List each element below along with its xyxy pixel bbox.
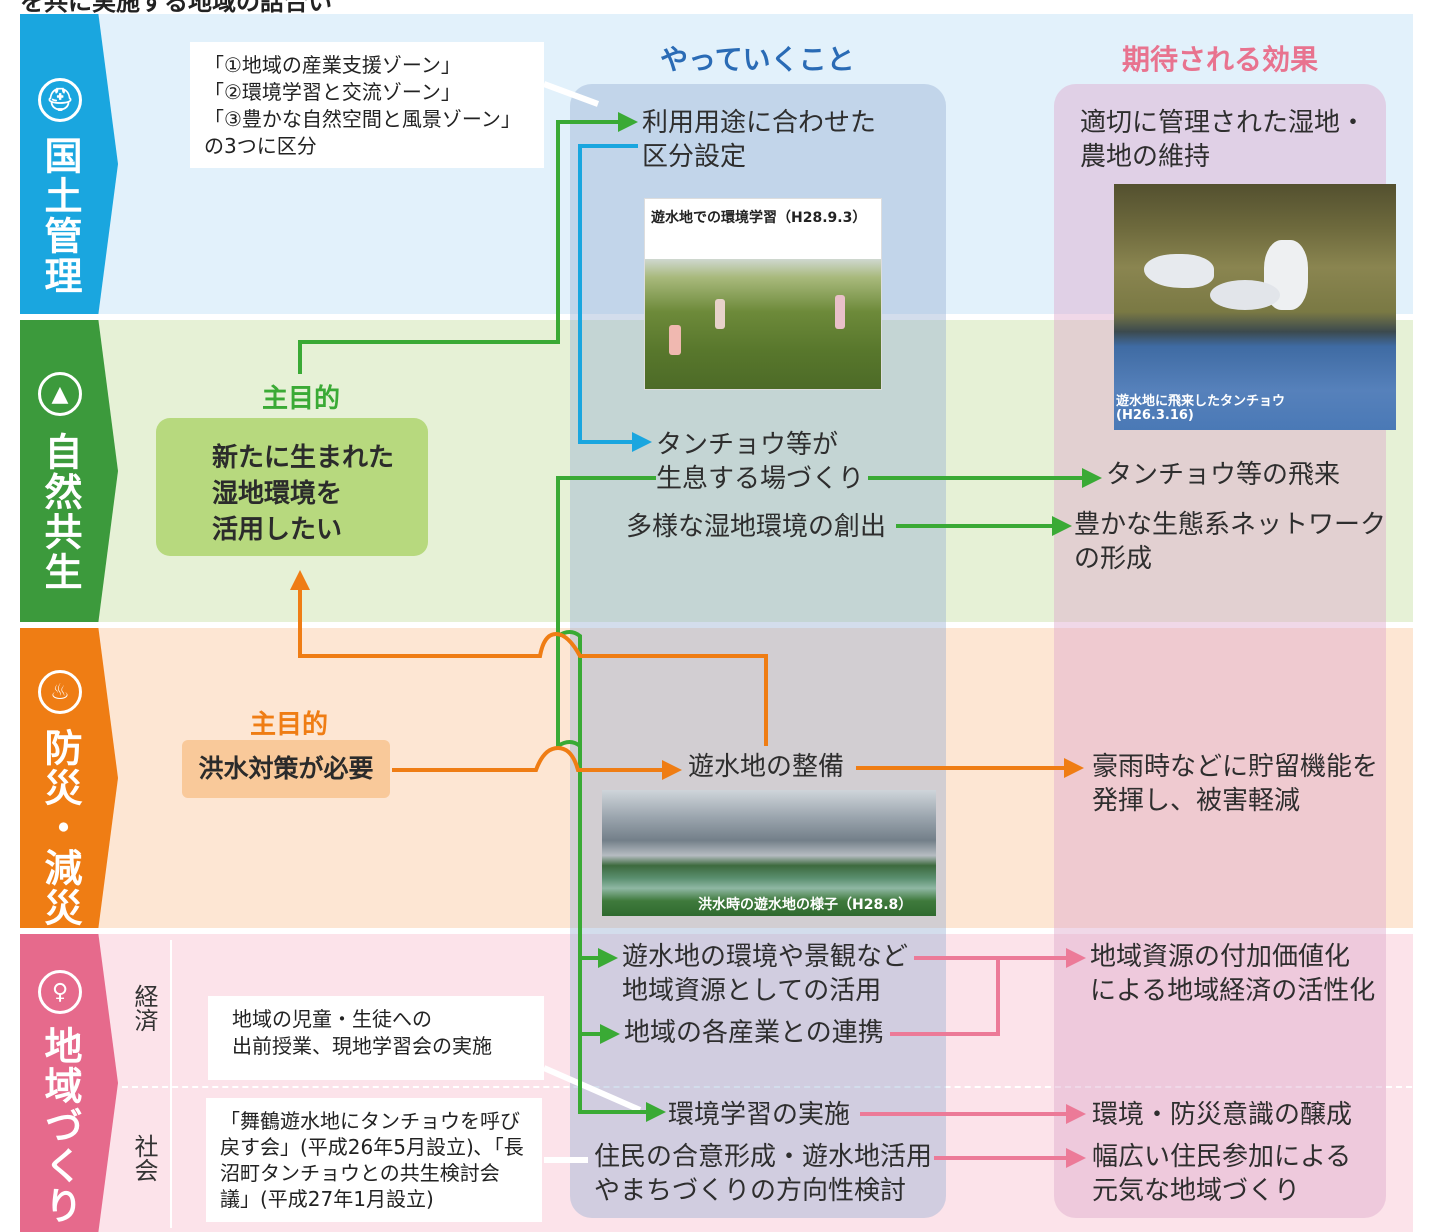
note-line: 出前授業、現地学習会の実施 <box>232 1034 492 1058</box>
sub-label-keizai: 経済 <box>130 984 158 1032</box>
effect-citizen-participation: 幅広い住民参加による 元気な地域づくり <box>1092 1140 1351 1208</box>
purpose-box-flood: 洪水対策が必要 <box>182 740 390 798</box>
photo-image <box>1210 280 1280 310</box>
effect-crane-arrival: タンチョウ等の飛来 <box>1106 460 1341 490</box>
photo-image <box>835 295 845 329</box>
council-note: 「舞鶴遊水地にタンチョウを呼び 戻す会」(平成26年5月設立)､「長 沼町タンチ… <box>206 1098 542 1222</box>
photo-crane: 遊水地に飛来したタンチョウ (H26.3.16) <box>1114 184 1396 430</box>
row-tab-kokudo: ⛑ 国土管理 <box>20 14 118 314</box>
photo-caption: 遊水地に飛来したタンチョウ <box>1116 394 1286 409</box>
effect-local-economy: 地域資源の付加価値化 による地域経済の活性化 <box>1090 940 1375 1008</box>
action-line: 利用用途に合わせた <box>642 108 877 138</box>
arrow-to-habitat <box>578 144 652 452</box>
sub-label-shakai: 社会 <box>130 1134 158 1182</box>
row-tab-chiiki: ♀ 地域づくり <box>20 934 118 1232</box>
top-cut-text: を共に実施する地域の話合い <box>20 0 332 16</box>
note-line: 議」(平成27年1月設立) <box>220 1187 434 1211</box>
person-worker-icon: ⛑ <box>38 78 82 122</box>
row-label-shizen: 自然共生 <box>38 432 82 592</box>
header-effects: 期待される効果 <box>1122 43 1319 76</box>
row-label-bousai: 防災・減災 <box>38 728 82 928</box>
action-consensus: 住民の合意形成・遊水地活用 やまちづくりの方向性検討 <box>594 1140 932 1208</box>
zones-note: 「①地域の産業支援ゾーン」 「②環境学習と交流ゾーン」 「③豊かな自然空間と風景… <box>190 42 544 168</box>
action-line: タンチョウ等が <box>656 430 839 460</box>
fire-icon: ♨ <box>38 670 82 714</box>
pink-merge-line <box>890 960 1000 1036</box>
note-line: 地域の児童・生徒への <box>232 1007 432 1031</box>
note-line: 「①地域の産業支援ゾーン」 <box>204 53 461 77</box>
effect-line: 元気な地域づくり <box>1092 1176 1301 1206</box>
students-note: 地域の児童・生徒への 出前授業、現地学習会の実施 <box>208 996 544 1080</box>
note-line: の3つに区分 <box>204 134 317 158</box>
arrow-to-zoning <box>298 112 638 374</box>
purpose-label-1: 主目的 <box>262 384 341 414</box>
action-basin-construction: 遊水地の整備 <box>688 752 845 782</box>
action-resource-use: 遊水地の環境や景観など 地域資源としての活用 <box>622 940 908 1008</box>
row-tab-bousai: ♨ 防災・減災 <box>20 628 118 928</box>
action-zoning: 利用用途に合わせた 区分設定 <box>642 106 876 174</box>
effect-line: 農地の維持 <box>1080 142 1211 172</box>
effect-line: による地域経済の活性化 <box>1090 976 1376 1006</box>
photo-flood: 洪水時の遊水地の様子（H28.8） <box>602 790 936 916</box>
chiiki-dashed-divider <box>122 1086 1412 1088</box>
header-actions: やっていくこと <box>660 43 855 76</box>
note-line: 「②環境学習と交流ゾーン」 <box>204 80 461 104</box>
photo-caption: 洪水時の遊水地の様子（H28.8） <box>698 897 913 913</box>
action-industry-collab: 地域の各産業との連携 <box>624 1018 884 1048</box>
arrow-to-wetland-purpose <box>290 570 768 746</box>
effect-flood-mitigation: 豪雨時などに貯留機能を 発揮し、被害軽減 <box>1092 750 1378 818</box>
sub-column-divider <box>170 940 172 1228</box>
purpose-line: 活用したい <box>212 515 343 545</box>
arrow-to-education <box>556 476 666 1122</box>
action-line: 遊水地の環境や景観など <box>622 942 909 972</box>
note-line: 「③豊かな自然空間と風景ゾーン」 <box>204 107 521 131</box>
effect-line: 豪雨時などに貯留機能を <box>1092 752 1379 782</box>
effect-managed-wetland: 適切に管理された湿地・ 農地の維持 <box>1080 106 1366 174</box>
note-line: 沼町タンチョウとの共生検討会 <box>220 1161 500 1185</box>
note-line: 「舞鶴遊水地にタンチョウを呼び <box>220 1109 520 1133</box>
action-line: 生息する場づくり <box>656 464 865 494</box>
photo-image <box>1144 254 1214 288</box>
action-line: 住民の合意形成・遊水地活用 <box>594 1142 933 1172</box>
effect-line: 適切に管理された湿地・ <box>1080 108 1367 138</box>
purpose-line: 新たに生まれた <box>212 443 395 473</box>
photo-image <box>669 325 681 355</box>
effect-line: の形成 <box>1074 544 1153 574</box>
arrow-to-basin <box>392 745 682 780</box>
effect-awareness: 環境・防災意識の醸成 <box>1092 1100 1353 1130</box>
effect-line: 地域資源の付加価値化 <box>1090 942 1351 972</box>
effect-line: 幅広い住民参加による <box>1092 1142 1352 1172</box>
action-wetland-diversity: 多様な湿地環境の創出 <box>626 512 887 542</box>
family-icon: ♀ <box>38 970 82 1014</box>
action-habitat: タンチョウ等が 生息する場づくり <box>656 428 864 496</box>
purpose-box-wetland: 新たに生まれた 湿地環境を 活用したい <box>156 418 428 556</box>
note-pointer <box>542 1065 642 1113</box>
action-line: 地域資源としての活用 <box>622 976 882 1006</box>
photo-caption: 遊水地での環境学習（H28.9.3） <box>651 210 867 226</box>
green-vertical-segment <box>556 636 582 750</box>
action-line: やまちづくりの方向性検討 <box>594 1176 907 1206</box>
photo-image <box>715 299 725 329</box>
row-tab-shizen: ▲ 自然共生 <box>20 320 118 622</box>
photo-caption: (H26.3.16) <box>1116 408 1194 423</box>
row-label-chiiki: 地域づくり <box>38 1026 82 1226</box>
purpose-label-2: 主目的 <box>250 710 329 740</box>
purpose-line: 湿地環境を <box>212 479 343 509</box>
tree-icon: ▲ <box>38 372 82 416</box>
note-line: 戻す会」(平成26年5月設立)､「長 <box>220 1135 524 1159</box>
action-line: 区分設定 <box>642 142 747 172</box>
note-pointer <box>542 81 600 107</box>
photo-environment-study: 遊水地での環境学習（H28.9.3） <box>644 198 882 390</box>
effect-ecosystem-network: 豊かな生態系ネットワーク の形成 <box>1074 508 1386 576</box>
row-label-kokudo: 国土管理 <box>38 136 82 296</box>
effect-line: 発揮し、被害軽減 <box>1092 786 1301 816</box>
effect-line: 豊かな生態系ネットワーク <box>1074 510 1387 540</box>
action-env-education: 環境学習の実施 <box>668 1100 851 1130</box>
